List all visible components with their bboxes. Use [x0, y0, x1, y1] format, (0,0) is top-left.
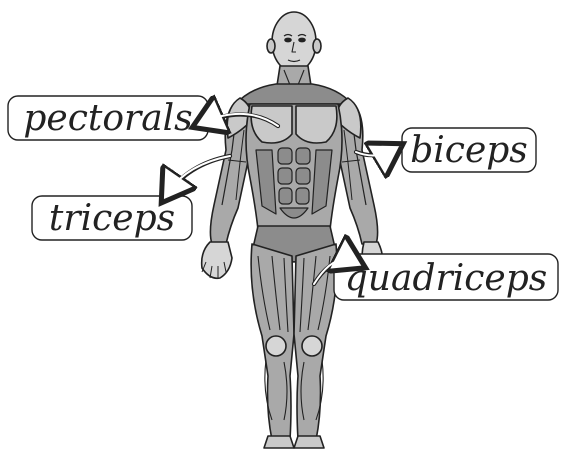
- label-text-biceps: biceps: [410, 130, 528, 171]
- right-leg: [294, 244, 337, 448]
- head: [267, 12, 321, 72]
- trapezius: [236, 84, 352, 104]
- label-biceps: biceps: [402, 128, 536, 172]
- pectoral-right: [296, 106, 337, 143]
- label-text-triceps: triceps: [49, 198, 175, 239]
- human-figure: [202, 12, 383, 448]
- label-quadriceps: quadriceps: [334, 254, 558, 300]
- label-text-pectorals: pectorals: [23, 98, 192, 139]
- label-text-quadriceps: quadriceps: [345, 258, 547, 299]
- label-pectorals: pectorals: [8, 96, 208, 140]
- torso: [246, 104, 342, 230]
- label-triceps: triceps: [32, 196, 192, 240]
- pectoral-left: [251, 106, 292, 143]
- left-leg: [251, 244, 294, 448]
